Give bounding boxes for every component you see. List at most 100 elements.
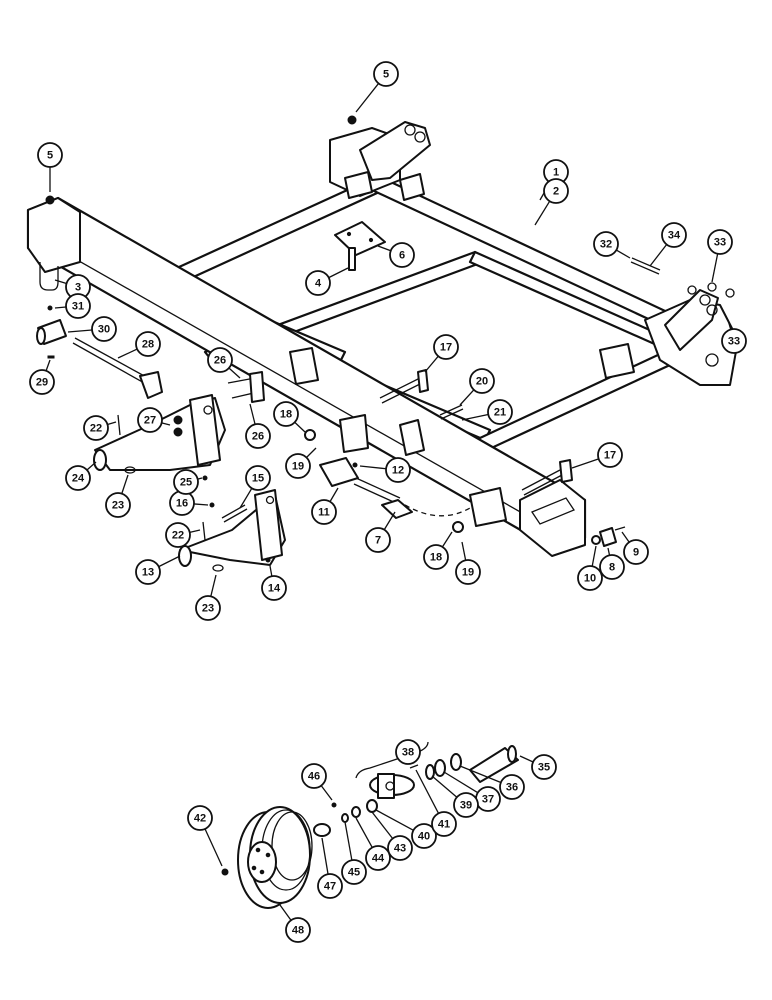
callout-c30: 30 [67,316,117,342]
callout-circle [135,331,161,357]
callout-c34: 34 [649,222,687,267]
callout-number: 43 [394,843,406,855]
callout-leader-line [443,771,479,794]
callout-number: 8 [609,562,615,574]
callout-c24: 24 [65,461,97,491]
callout-number: 30 [98,324,110,336]
callout-c29: 29 [29,359,55,395]
callout-number: 14 [268,583,281,595]
callout-circle [317,873,343,899]
callout-leader-line [415,769,440,814]
callout-c10: 10 [577,545,603,591]
callout-circle [411,823,437,849]
callout-circle [91,316,117,342]
callout-number: 48 [292,925,304,937]
callout-leader-line [461,541,467,561]
callout-circle [135,559,161,585]
callout-leader-line [621,531,630,543]
callout-c20: 20 [459,368,495,406]
callout-c3: 3 [54,274,91,300]
callout-number: 1 [553,167,559,179]
callout-leader-line [269,565,273,577]
callout-leader-line [45,359,51,371]
callout-number: 47 [324,881,336,893]
callout-leader-line [328,267,349,279]
callout-leader-line [320,785,333,801]
callout-c40: 40 [375,809,437,849]
callout-c33b: 33 [721,319,747,354]
callout-number: 21 [494,407,506,419]
callout-leader-line [189,529,201,533]
callout-leader-line [294,421,306,433]
callout-circle [543,178,569,204]
callout-leader-line [355,83,380,113]
callout-number: 23 [202,603,214,615]
callout-leader-line [239,487,253,509]
callout-number: 19 [462,567,474,579]
callout-circle [395,739,421,765]
callout-number: 22 [90,423,102,435]
callout-leader-line [107,421,117,426]
callout-number: 29 [36,377,48,389]
callout-c33a: 33 [707,229,733,283]
callout-circle [341,859,367,885]
callout-number: 33 [714,237,726,249]
callout-number: 38 [402,747,414,759]
callout-circle [195,595,221,621]
callout-c28: 28 [117,331,161,359]
callout-circle [577,565,603,591]
callout-leader-line [607,547,611,556]
callout-leader-line [249,403,256,425]
callout-number: 19 [292,461,304,473]
callout-number: 18 [280,409,292,421]
callout-circle [261,575,287,601]
callout-number: 6 [399,250,405,262]
callout-number: 16 [176,498,188,510]
callout-circle [385,457,411,483]
callout-number: 41 [438,819,450,831]
callout-circle [499,774,525,800]
callout-leader-line [711,253,719,283]
callout-circle [83,415,109,441]
callout-c26b: 26 [245,403,271,449]
callout-circle [311,499,337,525]
callout-circle [365,845,391,871]
callout-c15: 15 [239,465,271,509]
callout-circle [65,465,91,491]
callout-number: 20 [476,376,488,388]
callout-leader-line [375,809,414,831]
callout-c5b: 5 [37,142,63,192]
callout-circle [455,559,481,585]
callout-circle [137,407,163,433]
callout-leader-line [534,200,551,226]
callout-number: 26 [252,431,264,443]
callout-number: 17 [440,342,452,354]
callout-c43: 43 [371,811,413,861]
callout-c31: 31 [54,293,91,319]
wheel-assembly [221,741,519,909]
callout-leader-line [121,474,129,494]
callout-c22a: 22 [83,415,117,441]
callout-c23b: 23 [195,574,221,621]
callout-circle [285,917,311,943]
callout-circle [285,453,311,479]
callout-number: 35 [538,762,550,774]
callout-number: 27 [144,415,156,427]
callout-number: 11 [318,507,330,519]
callout-circle [387,835,413,861]
callout-number: 28 [142,339,154,351]
callout-leader-line [321,837,329,875]
callout-number: 22 [172,530,184,542]
callout-leader-line [86,461,97,471]
callout-circle [173,469,199,495]
callout-leader-line [424,355,439,373]
callout-leader-line [359,465,387,470]
callout-leader-line [441,531,453,548]
callout-c9: 9 [621,531,649,565]
callout-c21: 21 [461,399,513,425]
callout-number: 3 [75,282,81,294]
callout-number: 9 [633,547,639,559]
callout-leader-line [161,422,171,426]
